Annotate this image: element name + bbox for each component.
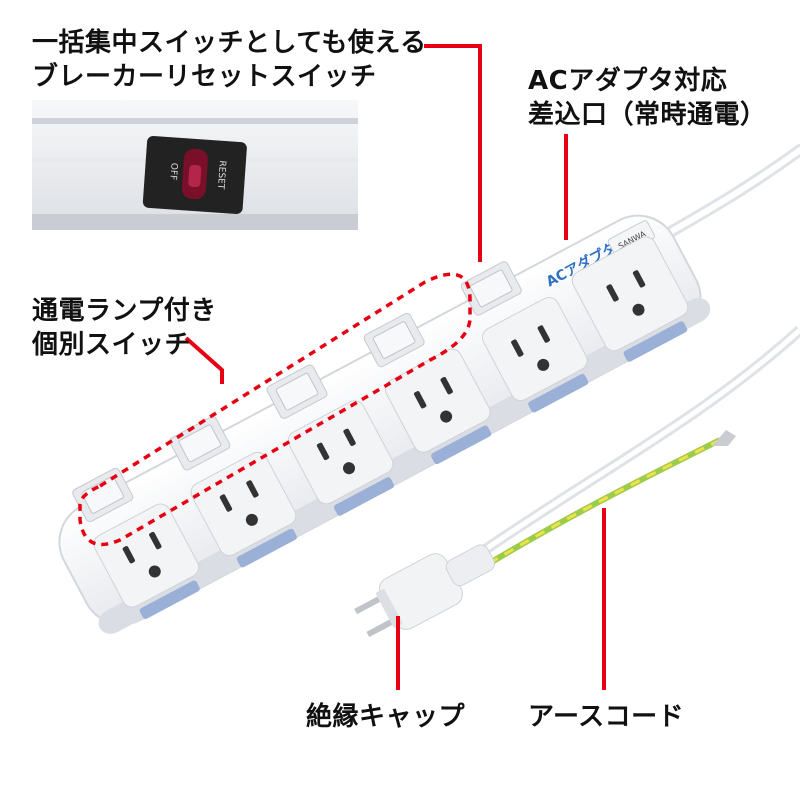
insulation-cap [375, 589, 403, 628]
outlet-switch-4[interactable] [363, 312, 426, 368]
lamp-label-line1: 通電ランプ付き [32, 296, 217, 326]
plug-prong-1 [354, 593, 386, 615]
breaker-switch-label: 一括集中スイッチとしても使える ブレーカーリセットスイッチ [32, 26, 427, 94]
lamp-switch-label: 通電ランプ付き 個別スイッチ [32, 294, 217, 362]
outlet-2 [168, 415, 297, 568]
outlet-5 [460, 260, 589, 413]
earth-cord-label: アースコード [528, 702, 685, 732]
breaker-switch: RESET OFF [142, 135, 247, 214]
ac-adapter-label: ACアダプタ対応 差込口（常時通電） [528, 64, 767, 132]
power-plug [354, 544, 495, 638]
ac-label-line2: 差込口（常時通電） [528, 100, 767, 130]
earth-terminal [712, 430, 736, 446]
ac-adapter-outlet [571, 236, 689, 362]
plug-prong-2 [366, 616, 398, 638]
switch-off-text: OFF [167, 162, 178, 180]
breaker-leader-line [424, 44, 482, 262]
breaker-label-line1: 一括集中スイッチとしても使える [32, 28, 427, 58]
power-strip: ACアダプタ SANWA [58, 214, 711, 634]
outlet-switch-5[interactable] [460, 260, 523, 316]
ac-label-line1: ACアダプタ対応 [528, 66, 728, 96]
earth-cord [468, 437, 722, 578]
lamp-leader-line [184, 336, 224, 384]
outlet-3 [266, 364, 395, 516]
switch-reset-text: RESET [215, 160, 227, 190]
breaker-label-line2: ブレーカーリセットスイッチ [32, 62, 377, 92]
switch-group-outline[interactable] [78, 272, 472, 547]
outlet-switch-3[interactable] [266, 364, 329, 420]
insulation-cap-label: 絶縁キャップ [306, 702, 466, 732]
outlet-4 [363, 312, 492, 465]
lamp-label-line2: 個別スイッチ [32, 330, 192, 360]
outlet-switch-2[interactable] [168, 415, 231, 471]
annotation-lines [78, 44, 606, 690]
reset-switch-closeup: RESET OFF [32, 100, 358, 230]
